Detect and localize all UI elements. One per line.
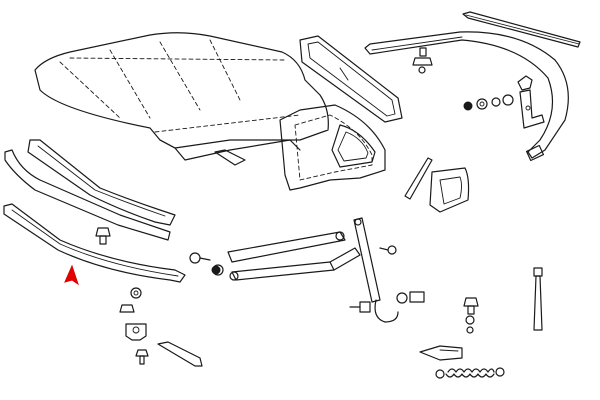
front-header-bow bbox=[27, 139, 176, 226]
screw-top bbox=[412, 47, 433, 74]
side-window-glass bbox=[299, 35, 403, 123]
soft-top-assembly bbox=[34, 32, 329, 166]
lever-arm-lower bbox=[157, 341, 203, 367]
tension-link-rod bbox=[227, 231, 346, 263]
screw-lower-left bbox=[135, 349, 149, 365]
tension-spring bbox=[435, 367, 505, 379]
quarter-window-glass bbox=[429, 167, 470, 213]
nut-lower-left bbox=[130, 287, 142, 299]
quarter-trim-strip bbox=[404, 157, 433, 200]
side-rail-long bbox=[364, 31, 569, 162]
bolt-bracket-top bbox=[379, 245, 397, 255]
bolt-bracket-mid bbox=[349, 301, 371, 313]
bracket-plate bbox=[419, 345, 463, 361]
latch-bracket bbox=[125, 323, 147, 341]
red-pointer-marker bbox=[64, 264, 79, 286]
hardware-cluster bbox=[463, 75, 545, 129]
rear-window-frame bbox=[279, 104, 386, 191]
header-seal-strip bbox=[4, 149, 171, 241]
lower-link-rod bbox=[229, 247, 361, 281]
vertical-support-rod bbox=[533, 267, 543, 331]
top-rail-strip bbox=[462, 11, 581, 48]
bolt-bracket-lower bbox=[396, 291, 425, 304]
screw-header bbox=[95, 227, 111, 245]
pivot-bracket-arm bbox=[353, 217, 399, 323]
washer-stack-right bbox=[463, 297, 479, 334]
screw-small-upper bbox=[119, 304, 135, 313]
bolt-rod-left bbox=[189, 252, 224, 276]
front-rail-lower bbox=[3, 203, 186, 283]
